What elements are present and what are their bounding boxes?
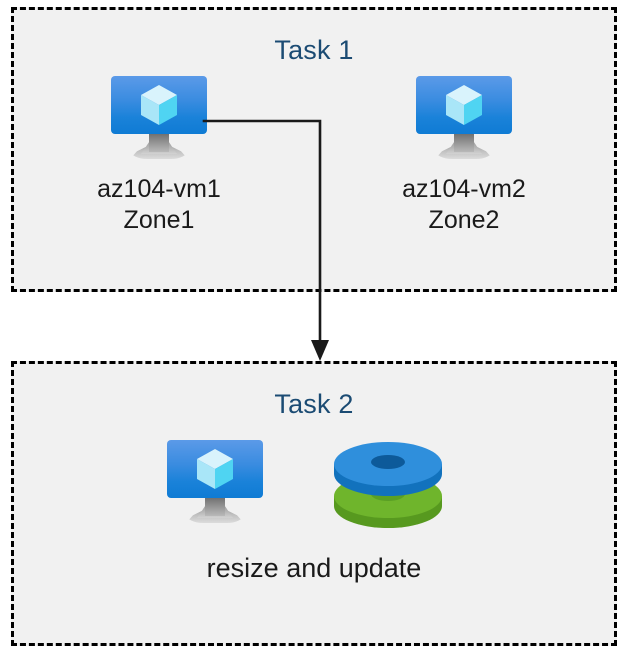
task-2-caption: resize and update [206,553,422,583]
virtual-machine-icon [412,76,516,160]
node-label-line-1: az104-vm1 [97,175,221,203]
node-label: az104-vm1 Zone1 [59,174,259,235]
task-1-title: Task 1 [274,35,354,65]
cube-icon [444,84,484,126]
node-az104-vm2[interactable]: az104-vm2 Zone2 [364,76,564,235]
node-label: az104-vm2 Zone2 [364,174,564,235]
managed-disks-icon [334,442,442,528]
node-label-line-2: Zone2 [428,205,500,234]
node-az104-vm1[interactable]: az104-vm1 Zone1 [59,76,259,235]
cube-icon [139,84,179,126]
monitor-neck [149,133,169,152]
disk-blue [334,442,442,496]
virtual-machine-icon [163,440,267,524]
node-task2-virtual-machine[interactable] [115,440,315,524]
node-managed-disks[interactable] [330,440,446,532]
monitor-screen [111,76,207,134]
task-2-title: Task 2 [274,389,354,419]
monitor-screen [167,440,263,498]
task-2-group: Task 2 [11,361,617,646]
monitor-neck [454,133,474,152]
node-label-line-2: Zone1 [123,205,195,234]
virtual-machine-icon [107,76,211,160]
cube-icon [195,448,235,490]
monitor-neck [205,497,225,516]
connector-arrowhead [311,340,329,361]
node-label-line-1: az104-vm2 [402,175,526,203]
monitor-screen [416,76,512,134]
